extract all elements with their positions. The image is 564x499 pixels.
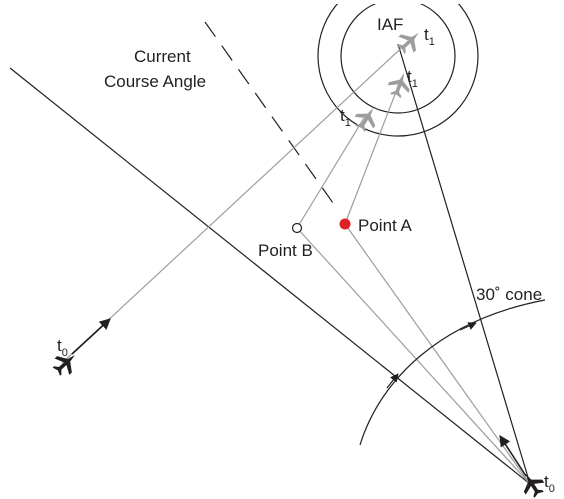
- cone-arc: [359, 299, 546, 446]
- t1-label-middle: t1: [407, 67, 418, 90]
- guidance-line-point-b: [296, 117, 365, 229]
- t1-label-iaf: t1: [424, 25, 435, 48]
- point-a-label: Point A: [358, 216, 413, 235]
- iaf-outer-circle: [317, 0, 479, 137]
- guidance-line-point-a: [344, 83, 400, 225]
- point-b-label: Point B: [258, 241, 313, 260]
- left-aircraft-heading-arrow: [71, 318, 111, 355]
- cone-boundary-line: [397, 43, 531, 485]
- cone-arc-arrow-right: [459, 322, 477, 331]
- current-course-angle-label-line2: Course Angle: [104, 72, 206, 91]
- iaf-label: IAF: [377, 15, 403, 34]
- ownship-heading-arrow: [499, 435, 527, 477]
- current-course-angle-line: [204, 21, 339, 211]
- current-course-angle-label-line1: Current: [134, 47, 191, 66]
- cone-arc-arrow-left: [386, 373, 399, 389]
- point-a-marker: [339, 218, 351, 230]
- ownship-to-point-b-line: [296, 227, 531, 485]
- t0-label-left: t0: [57, 336, 68, 359]
- cone-label: 30˚ cone: [476, 285, 542, 304]
- guidance-line-left-aircraft: [61, 39, 411, 364]
- iaf-inner-circle: [340, 0, 456, 114]
- ownship-to-point-a-line: [344, 223, 531, 485]
- t0-label-ownship: t0: [544, 472, 555, 495]
- extended-course-line: [9, 67, 531, 485]
- point-b-marker: [291, 222, 303, 234]
- t1-label-lower: t1: [340, 106, 351, 129]
